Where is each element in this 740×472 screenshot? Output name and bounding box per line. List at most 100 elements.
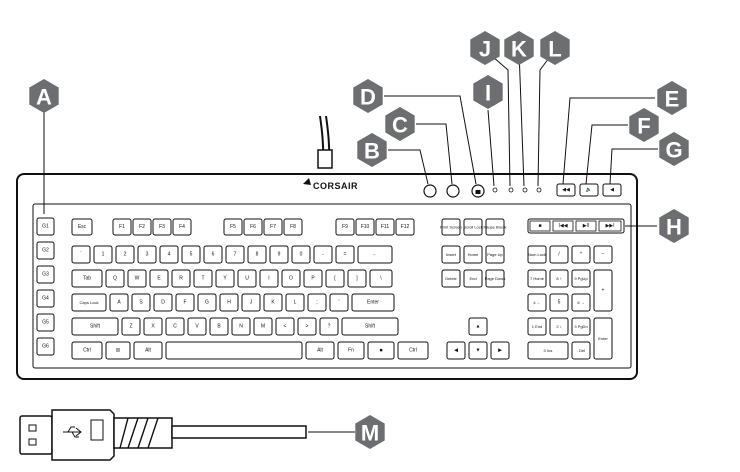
fn-row-key-5[interactable] (223, 218, 243, 236)
volume-down-button[interactable] (579, 183, 599, 197)
tab-row-key-3[interactable] (149, 269, 169, 288)
nav-top-key-2[interactable] (485, 218, 505, 236)
tab-row-key-0[interactable] (71, 269, 103, 288)
tab-row-key-10[interactable] (303, 269, 323, 288)
brightness-button[interactable] (423, 184, 437, 198)
numpad-multiply[interactable] (571, 245, 591, 264)
numpad-7[interactable] (527, 269, 547, 288)
caps-row-key-6[interactable] (219, 293, 239, 312)
g-key-5[interactable] (36, 313, 55, 332)
caps-row-key-8[interactable] (263, 293, 283, 312)
arrow-up-key[interactable] (468, 317, 488, 336)
numpad-divide[interactable] (549, 245, 569, 264)
tab-row-key-8[interactable] (259, 269, 279, 288)
tab-row-key-9[interactable] (281, 269, 301, 288)
nav-key-3[interactable] (441, 269, 461, 288)
shift-row-key-11[interactable] (341, 317, 399, 336)
stop-button[interactable] (529, 220, 551, 232)
caps-row-key-12[interactable] (351, 293, 395, 312)
tab-row-key-6[interactable] (215, 269, 235, 288)
number-row-key-9[interactable] (269, 245, 289, 264)
windows-lock-button[interactable] (446, 184, 460, 198)
fn-row-key-6[interactable] (243, 218, 263, 236)
tab-row-key-7[interactable] (237, 269, 257, 288)
numpad-1[interactable] (527, 317, 547, 336)
numpad-plus[interactable] (593, 269, 613, 312)
tab-row-key-5[interactable] (193, 269, 213, 288)
fn-row-key-12[interactable] (395, 218, 415, 236)
tab-row-key-11[interactable] (325, 269, 345, 288)
g-key-1[interactable] (36, 217, 55, 236)
play-pause-button[interactable] (575, 220, 597, 232)
nav-key-4[interactable] (463, 269, 483, 288)
right-ctrl-key[interactable] (397, 341, 429, 360)
nav-key-5[interactable] (485, 269, 505, 288)
caps-row-key-7[interactable] (241, 293, 261, 312)
nav-top-key-1[interactable] (463, 218, 483, 236)
number-row-key-12[interactable] (335, 245, 355, 264)
arrow-left-key[interactable] (446, 341, 466, 360)
number-row-key-8[interactable] (247, 245, 267, 264)
numpad-9[interactable] (571, 269, 591, 288)
numpad-0[interactable] (527, 341, 569, 360)
next-track-button[interactable] (598, 220, 622, 232)
nav-top-key-0[interactable] (441, 218, 461, 236)
shift-row-key-10[interactable] (319, 317, 339, 336)
caps-row-key-1[interactable] (109, 293, 129, 312)
fn-row-key-0[interactable] (71, 218, 93, 236)
shift-row-key-9[interactable] (297, 317, 317, 336)
g-key-6[interactable] (36, 337, 55, 356)
left-alt-key[interactable] (133, 341, 163, 360)
number-row-key-3[interactable] (137, 245, 157, 264)
numpad-decimal[interactable] (571, 341, 591, 360)
fn-row-key-2[interactable] (132, 218, 152, 236)
number-row-key-1[interactable] (93, 245, 113, 264)
shift-row-key-2[interactable] (143, 317, 163, 336)
arrow-down-key[interactable] (468, 341, 488, 360)
numpad-num-lock[interactable] (527, 245, 547, 264)
left-ctrl-key[interactable] (71, 341, 103, 360)
nav-key-2[interactable] (485, 245, 505, 264)
numpad-4[interactable] (527, 293, 547, 312)
number-row-key-13[interactable] (357, 245, 393, 264)
numpad-5[interactable] (549, 293, 569, 312)
numpad-6[interactable] (571, 293, 591, 312)
numpad-8[interactable] (549, 269, 569, 288)
shift-row-key-3[interactable] (165, 317, 185, 336)
number-row-key-11[interactable] (313, 245, 333, 264)
caps-row-key-10[interactable] (307, 293, 327, 312)
caps-row-key-5[interactable] (197, 293, 217, 312)
volume-up-button[interactable] (602, 183, 622, 197)
fn-row-key-4[interactable] (172, 218, 192, 236)
fn-row-key-8[interactable] (283, 218, 303, 236)
right-alt-key[interactable] (305, 341, 335, 360)
shift-row-key-4[interactable] (187, 317, 207, 336)
tab-row-key-1[interactable] (105, 269, 125, 288)
number-row-key-4[interactable] (159, 245, 179, 264)
nav-key-1[interactable] (463, 245, 483, 264)
caps-row-key-11[interactable] (329, 293, 349, 312)
fn-row-key-3[interactable] (152, 218, 172, 236)
g-key-3[interactable] (36, 265, 55, 284)
prev-track-button[interactable] (552, 220, 574, 232)
tab-row-key-4[interactable] (171, 269, 191, 288)
number-row-key-10[interactable] (291, 245, 311, 264)
nav-key-0[interactable] (441, 245, 461, 264)
numpad-enter[interactable] (593, 317, 613, 360)
arrow-right-key[interactable] (490, 341, 510, 360)
tab-row-key-12[interactable] (347, 269, 367, 288)
fn-row-key-9[interactable] (335, 218, 355, 236)
space-key[interactable] (165, 341, 303, 360)
number-row-key-6[interactable] (203, 245, 223, 264)
number-row-key-0[interactable] (71, 245, 91, 264)
numpad-3[interactable] (571, 317, 591, 336)
g-key-2[interactable] (36, 241, 55, 260)
windows-key[interactable] (105, 341, 131, 360)
mute-button[interactable] (556, 183, 576, 197)
shift-row-key-8[interactable] (275, 317, 295, 336)
fn-row-key-11[interactable] (375, 218, 395, 236)
tab-row-key-13[interactable] (369, 269, 393, 288)
caps-row-key-9[interactable] (285, 293, 305, 312)
number-row-key-7[interactable] (225, 245, 245, 264)
caps-row-key-3[interactable] (153, 293, 173, 312)
